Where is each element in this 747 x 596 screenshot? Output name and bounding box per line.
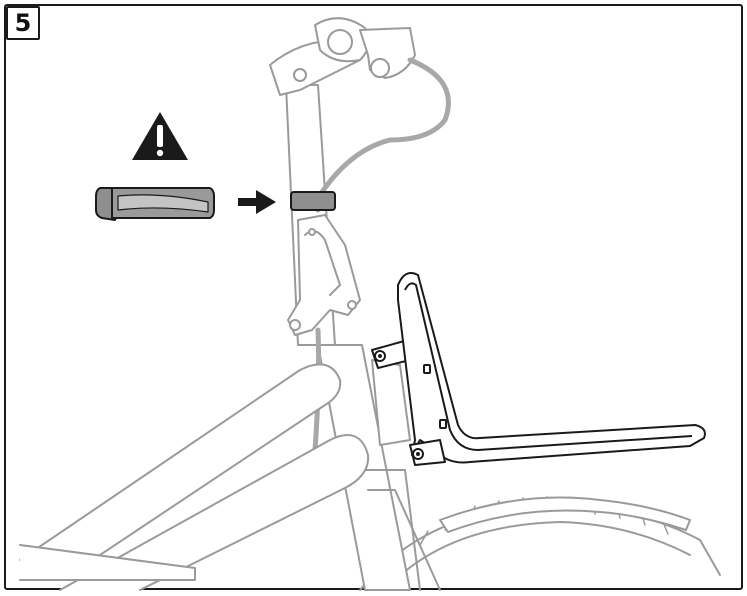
front-rack <box>371 272 706 466</box>
front-tire-inner <box>384 521 691 591</box>
velcro-strap-icon <box>95 187 215 221</box>
bike-frame-group <box>19 17 721 591</box>
rack-frame <box>397 272 706 464</box>
fork-blade <box>367 489 441 591</box>
brake-cable <box>315 57 451 213</box>
warning-triangle-icon <box>132 112 188 160</box>
step-number: 5 <box>6 6 40 40</box>
velcro-strap-installed <box>290 191 336 211</box>
installed-strap <box>290 191 336 211</box>
front-fender <box>439 496 691 533</box>
top-tube-lower <box>59 434 370 591</box>
right-arrow-icon <box>238 190 276 214</box>
fold-hinge <box>287 214 361 336</box>
head-tube-lower <box>359 469 421 591</box>
deck-plate <box>19 544 196 581</box>
rack-frame-inner <box>404 282 693 451</box>
top-tube-upper <box>19 363 342 576</box>
